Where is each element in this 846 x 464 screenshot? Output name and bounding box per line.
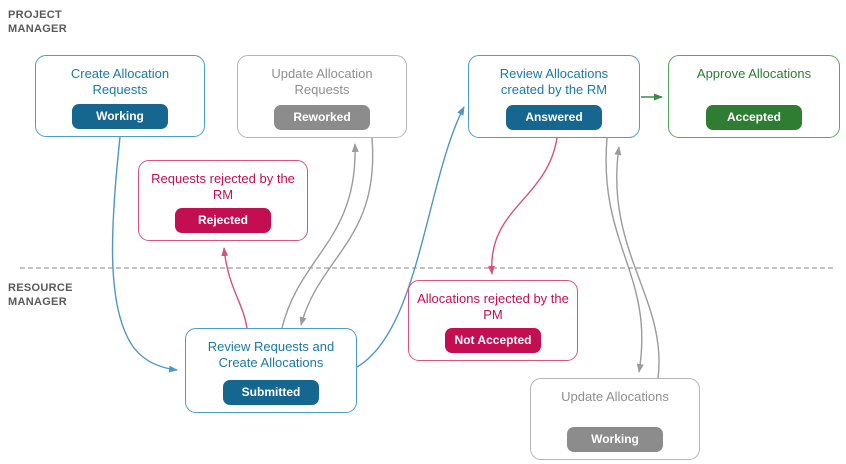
edge-create-to-review-requests <box>111 136 178 373</box>
node-title: Review Allocations created by the RM <box>499 66 609 97</box>
node-title: Allocations rejected by the PM <box>417 291 569 322</box>
edge-review-allocations-to-rejected-pm <box>487 137 558 275</box>
node-title: Review Requests and Create Allocations <box>207 339 335 370</box>
node-update-allocation-requests[interactable]: Update Allocation Requests Reworked <box>237 55 407 138</box>
lane-label-project-manager: PROJECT MANAGER <box>8 9 67 36</box>
lane-label-resource-manager: RESOURCE MANAGER <box>8 282 73 309</box>
node-requests-rejected-by-rm[interactable]: Requests rejected by the RM Rejected <box>138 160 308 241</box>
node-allocations-rejected-by-pm[interactable]: Allocations rejected by the PM Not Accep… <box>408 280 578 361</box>
edge-update-allocations-to-review-allocations <box>614 146 660 379</box>
node-title: Approve Allocations <box>696 66 812 81</box>
node-title: Update Allocation Requests <box>271 66 373 97</box>
status-badge[interactable]: Reworked <box>274 105 370 130</box>
status-badge[interactable]: Answered <box>506 105 602 130</box>
node-approve-allocations[interactable]: Approve Allocations Accepted <box>668 55 840 138</box>
node-title: Requests rejected by the RM <box>151 171 295 202</box>
edge-review-allocations-to-update-allocations <box>605 137 644 373</box>
status-badge[interactable]: Accepted <box>706 105 802 130</box>
status-badge[interactable]: Working <box>567 427 663 452</box>
edge-review-requests-to-rejected-rm <box>221 247 248 329</box>
node-review-requests-create-allocations[interactable]: Review Requests and Create Allocations S… <box>185 328 357 413</box>
node-title: Create Allocation Requests <box>70 66 170 97</box>
node-title: Update Allocations <box>561 389 669 404</box>
status-badge[interactable]: Working <box>72 104 168 129</box>
edge-review-requests-to-review-allocations <box>356 106 465 368</box>
status-badge[interactable]: Rejected <box>175 208 271 233</box>
status-badge[interactable]: Submitted <box>223 380 319 405</box>
status-badge[interactable]: Not Accepted <box>445 328 541 353</box>
edge-review-requests-to-update-requests <box>281 143 359 329</box>
node-review-allocations-created-by-rm[interactable]: Review Allocations created by the RM Ans… <box>468 55 640 138</box>
node-update-allocations[interactable]: Update Allocations Working <box>530 378 700 460</box>
node-create-allocation-requests[interactable]: Create Allocation Requests Working <box>35 55 205 137</box>
edge-update-requests-to-review-requests <box>299 137 374 326</box>
